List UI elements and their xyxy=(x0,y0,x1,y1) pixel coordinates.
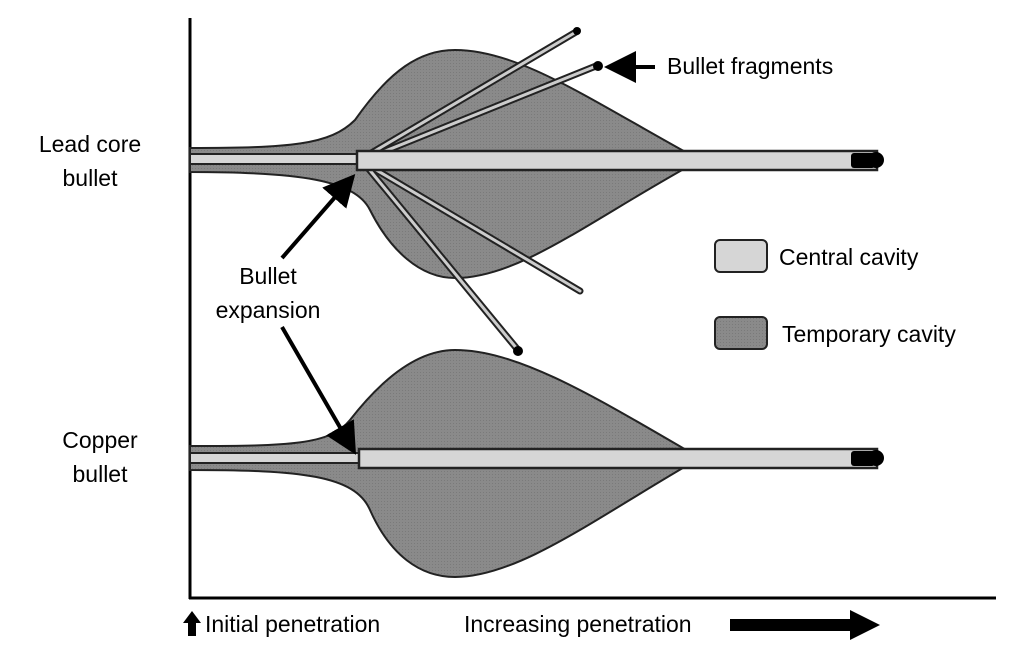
legend-label-central: Central cavity xyxy=(779,244,919,270)
expansion-label-1: Bullet xyxy=(239,263,297,289)
expansion-arrow-lead xyxy=(280,173,356,260)
legend: Central cavity Temporary cavity xyxy=(714,239,956,350)
expansion-arrow-copper xyxy=(280,325,357,455)
expansion-label-2: expansion xyxy=(216,297,321,323)
copper-label-1: Copper xyxy=(62,427,138,453)
increasing-penetration-label: Increasing penetration xyxy=(464,611,692,637)
copper-label-2: bullet xyxy=(73,461,129,487)
lead-central-cavity xyxy=(355,149,879,172)
lead-core-label-2: bullet xyxy=(63,165,119,191)
initial-penetration-label: Initial penetration xyxy=(205,611,380,637)
lead-core-bullet-track xyxy=(189,27,884,356)
lead-core-label-1: Lead core xyxy=(39,131,141,157)
legend-swatch-central xyxy=(714,239,768,273)
copper-bullet-track xyxy=(189,348,884,579)
copper-entry-channel xyxy=(189,452,361,464)
right-arrow-icon xyxy=(730,610,880,640)
copper-central-cavity xyxy=(357,447,879,470)
lead-entry-channel xyxy=(189,153,359,165)
fragments-label: Bullet fragments xyxy=(667,53,833,79)
legend-swatch-temporary xyxy=(714,316,768,350)
legend-label-temporary: Temporary cavity xyxy=(782,321,956,347)
up-arrow-icon xyxy=(183,611,201,636)
